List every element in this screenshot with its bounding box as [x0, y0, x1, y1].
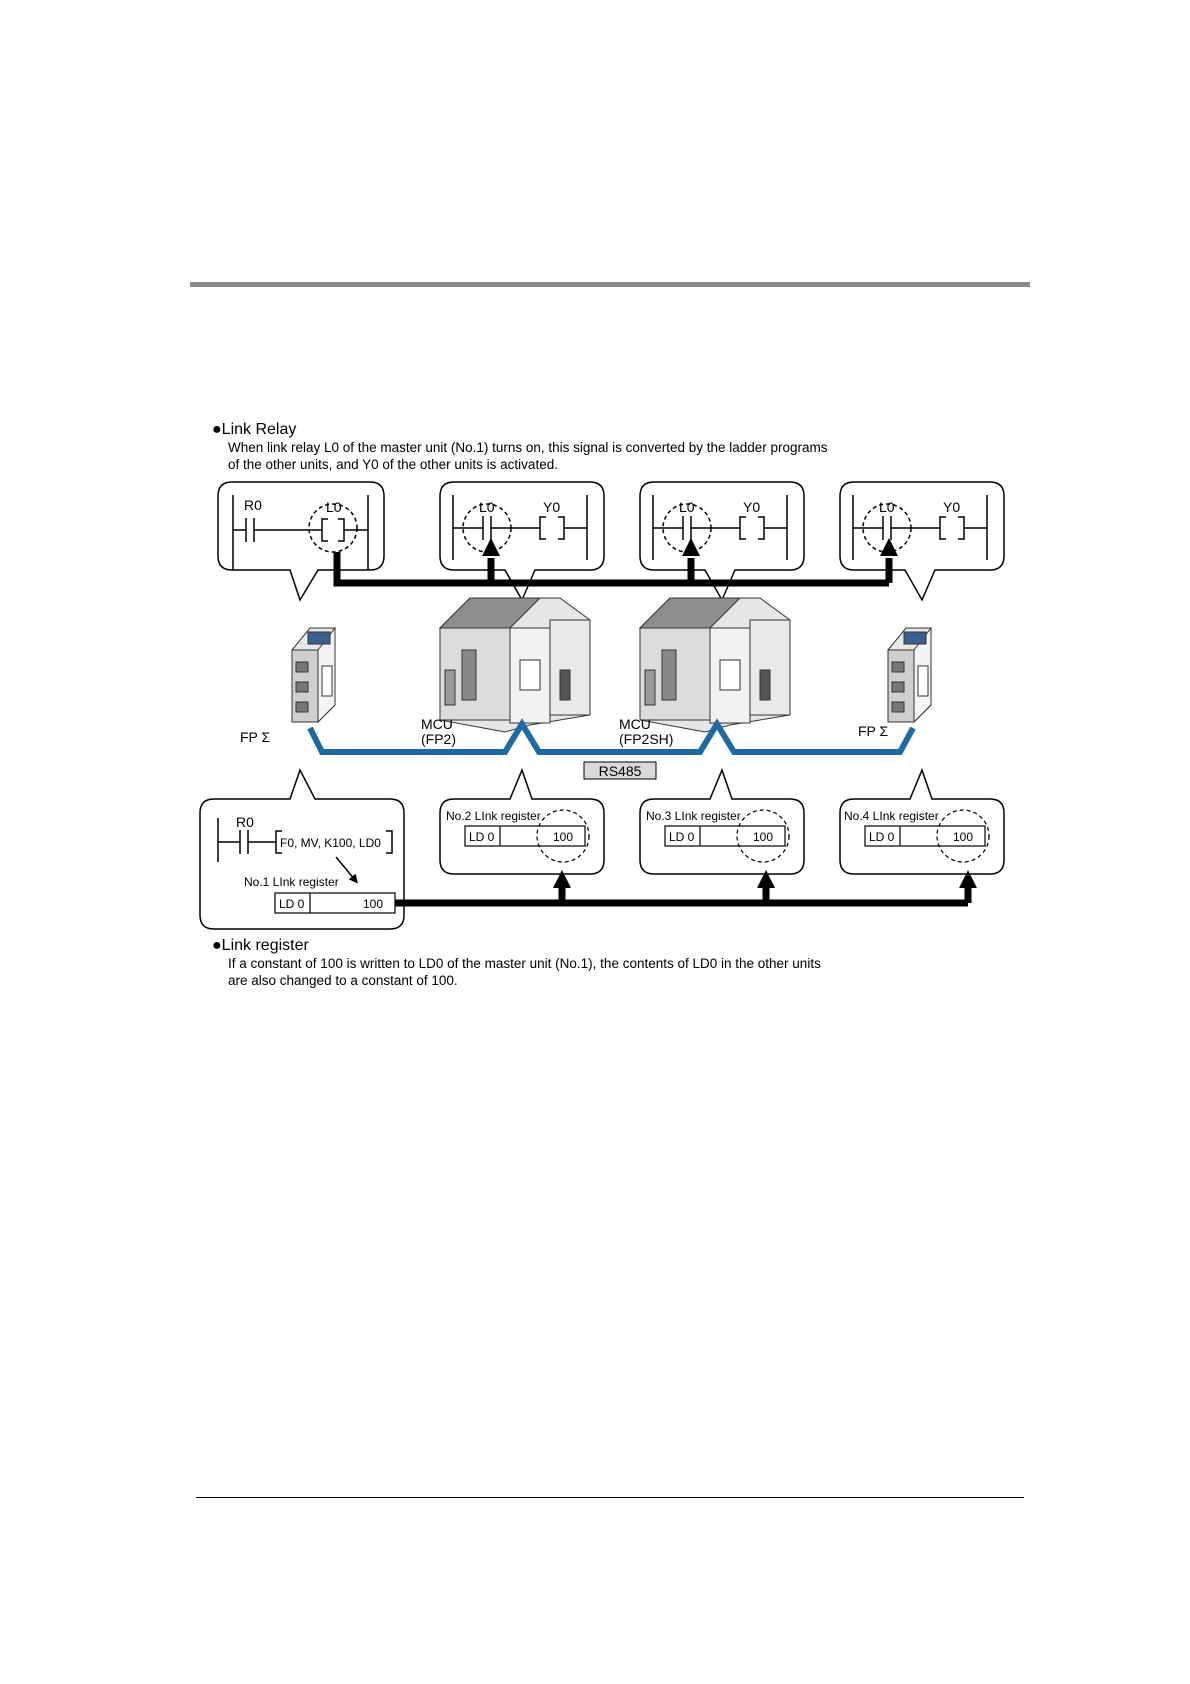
rs485-label: RS485: [599, 763, 642, 779]
ladder-no2-contact-label: L0: [479, 499, 495, 515]
register-no4-cell-value: 100: [953, 830, 973, 844]
ladder-master: [232, 495, 369, 570]
register-no4-cell: [864, 825, 986, 847]
relay-box-no4: [839, 481, 1005, 602]
link-relay-desc-line2: of the other units, and Y0 of the other …: [228, 457, 558, 472]
fp-sigma-left-label: FP Σ: [240, 729, 271, 745]
ladder-no3-coil-label: Y0: [743, 499, 760, 515]
register-no4-highlight: [936, 809, 990, 863]
link-relay-desc-line1: When link relay L0 of the master unit (N…: [228, 440, 828, 455]
register-no2-highlight: [536, 809, 590, 863]
register-no3-cell-name: LD 0: [669, 830, 695, 844]
link-relay-heading: ●Link Relay: [212, 421, 296, 438]
register-no3-label: No.3 LInk register: [646, 809, 741, 823]
register-no2-cell: [464, 825, 586, 847]
register-box-no4: [839, 767, 1005, 875]
register-signal-arrowheads: [553, 870, 977, 888]
relay-signal-arrowheads: [482, 538, 898, 556]
ladder-no2-coil-label: Y0: [543, 499, 560, 515]
register-no3-cell: [664, 825, 786, 847]
rs485-line: [307, 718, 916, 755]
register-master-cell-name: LD 0: [279, 897, 305, 911]
mcu-fp2sh-label-line1: MCU: [619, 716, 651, 732]
register-no3-cell-value: 100: [753, 830, 773, 844]
top-rule: [190, 282, 1030, 287]
ladder-master-coil-label: L0: [326, 499, 342, 515]
register-box-no3: [639, 767, 805, 875]
register-signal-line: [395, 888, 972, 907]
fp-sigma-unit-right: [887, 626, 932, 724]
mcu-fp2-label-line2: (FP2): [421, 731, 456, 747]
mcu-fp2-unit: [438, 597, 591, 733]
register-box-master: [199, 768, 405, 930]
register-box-no2: [439, 767, 605, 875]
register-no2-cell-name: LD 0: [469, 830, 495, 844]
mcu-fp2-label-line1: MCU: [421, 716, 453, 732]
fp-sigma-right-label: FP Σ: [858, 723, 889, 739]
register-master-label: No.1 LInk register: [244, 875, 339, 889]
register-master-cell-value: 100: [363, 897, 383, 911]
link-register-desc-line2: are also changed to a constant of 100.: [228, 973, 458, 988]
register-no2-label: No.2 LInk register: [446, 809, 541, 823]
register-no4-cell-name: LD 0: [869, 830, 895, 844]
mcu-fp2sh-label-line2: (FP2SH): [619, 731, 673, 747]
ladder-master-contact-label: R0: [244, 497, 262, 513]
ladder-no4-coil-label: Y0: [943, 499, 960, 515]
ladder-no3-contact-label: L0: [679, 499, 695, 515]
link-register-desc-line1: If a constant of 100 is written to LD0 o…: [228, 956, 821, 971]
register-no4-label: No.4 LInk register: [844, 809, 939, 823]
register-no2-cell-value: 100: [553, 830, 573, 844]
register-master-contact-label: R0: [236, 814, 254, 830]
bottom-rule: [196, 1497, 1024, 1498]
link-register-heading: ●Link register: [212, 937, 309, 954]
register-no3-highlight: [736, 809, 790, 863]
register-master-instruction: F0, MV, K100, LD0: [280, 836, 381, 850]
ladder-no4-contact-label: L0: [879, 499, 895, 515]
relay-box-master: [217, 481, 385, 602]
rs485-label-box: [583, 761, 657, 780]
fp-sigma-unit-left: [291, 626, 336, 724]
register-master-ladder: [217, 818, 393, 884]
relay-signal-line: [333, 552, 893, 587]
mcu-fp2sh-unit: [638, 597, 791, 733]
